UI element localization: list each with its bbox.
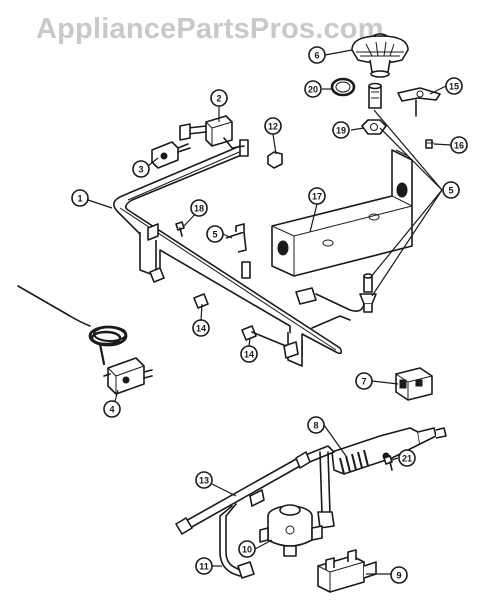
svg-text:14: 14	[244, 350, 254, 360]
svg-text:3: 3	[138, 165, 143, 175]
part-o-ring	[330, 77, 356, 97]
watermark-text: AppliancePartsPros.com	[36, 13, 384, 45]
part-manifold-fittings	[149, 267, 365, 359]
callout-5-middle: 5	[206, 225, 224, 243]
callout-20: 20	[304, 80, 322, 98]
callout-12: 12	[264, 117, 282, 135]
callout-4: 4	[103, 400, 121, 418]
part-orifice-fitting-lower	[359, 273, 377, 313]
svg-text:14: 14	[196, 324, 206, 334]
callout-9: 9	[390, 566, 408, 584]
callout-14-left: 14	[192, 319, 210, 337]
callout-14-right: 14	[240, 345, 258, 363]
part-pressure-regulator	[259, 504, 323, 557]
svg-text:6: 6	[314, 51, 319, 61]
svg-text:11: 11	[199, 562, 209, 572]
callout-17: 17	[308, 187, 326, 205]
part-screw-21	[383, 455, 393, 471]
svg-text:19: 19	[336, 126, 346, 136]
callout-11: 11	[195, 557, 213, 575]
callout-18: 18	[190, 199, 208, 217]
part-burner-head	[351, 33, 409, 78]
part-fitting-3	[151, 141, 191, 169]
svg-text:8: 8	[313, 421, 318, 431]
part-electrode-block	[395, 367, 433, 401]
leader-lines	[87, 49, 452, 575]
part-nut-12	[267, 151, 283, 169]
callout-16: 16	[450, 136, 468, 154]
callout-21: 21	[398, 449, 416, 467]
svg-text:4: 4	[109, 405, 114, 415]
callout-10: 10	[238, 540, 256, 558]
svg-text:20: 20	[308, 85, 318, 95]
part-screw-18	[175, 221, 185, 237]
callout-1: 1	[71, 189, 89, 207]
svg-text:17: 17	[312, 192, 322, 202]
svg-text:12: 12	[268, 122, 278, 132]
svg-text:5: 5	[212, 230, 217, 240]
svg-text:5: 5	[448, 186, 453, 196]
svg-text:18: 18	[194, 204, 204, 214]
part-valve-connector	[179, 115, 245, 149]
callout-13: 13	[195, 471, 213, 489]
svg-text:2: 2	[216, 94, 221, 104]
svg-text:15: 15	[449, 82, 459, 92]
part-orifice-tube-top	[368, 82, 382, 109]
svg-text:10: 10	[242, 545, 252, 555]
part-burner-tube-mid	[225, 223, 251, 279]
part-screw-16	[425, 139, 434, 149]
part-switch-module	[317, 549, 377, 593]
callout-5-right: 5	[442, 181, 460, 199]
part-thermostat	[17, 285, 153, 395]
callout-7: 7	[355, 372, 373, 390]
svg-text:9: 9	[396, 571, 401, 581]
part-gas-tube	[175, 445, 335, 535]
part-hex-nut	[361, 119, 387, 135]
callout-15: 15	[445, 77, 463, 95]
callout-3: 3	[132, 160, 150, 178]
part-igniter	[331, 427, 447, 475]
callout-6: 6	[308, 46, 326, 64]
callout-8: 8	[307, 416, 325, 434]
svg-text:21: 21	[402, 454, 412, 464]
svg-text:1: 1	[77, 194, 82, 204]
callout-2: 2	[210, 89, 228, 107]
svg-text:13: 13	[199, 476, 209, 486]
part-burner-clip	[397, 87, 441, 117]
svg-text:16: 16	[454, 141, 464, 151]
part-tube-fitting	[219, 489, 265, 579]
part-burner-bracket	[271, 149, 413, 277]
svg-text:7: 7	[361, 377, 366, 387]
callout-19: 19	[332, 121, 350, 139]
